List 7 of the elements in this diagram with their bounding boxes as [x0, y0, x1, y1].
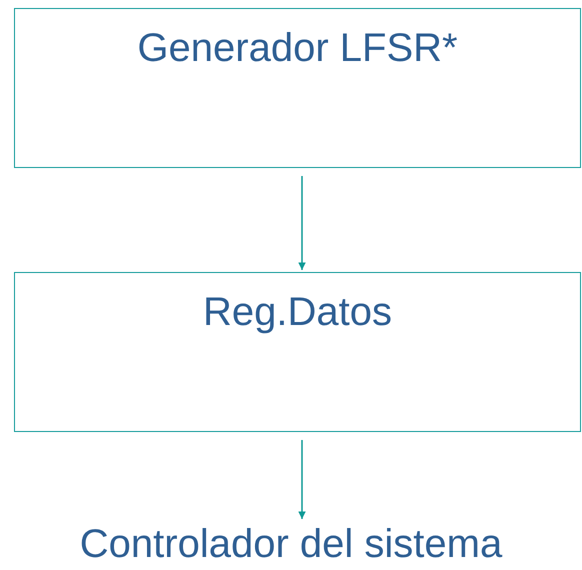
box-label: Reg.Datos [203, 289, 392, 335]
arrow [298, 440, 306, 519]
process-box [14, 272, 581, 432]
process-box [14, 8, 581, 168]
arrow [298, 176, 306, 270]
box-label: Generador LFSR* [137, 25, 458, 71]
output-label: Controlador del sistema [80, 521, 502, 567]
